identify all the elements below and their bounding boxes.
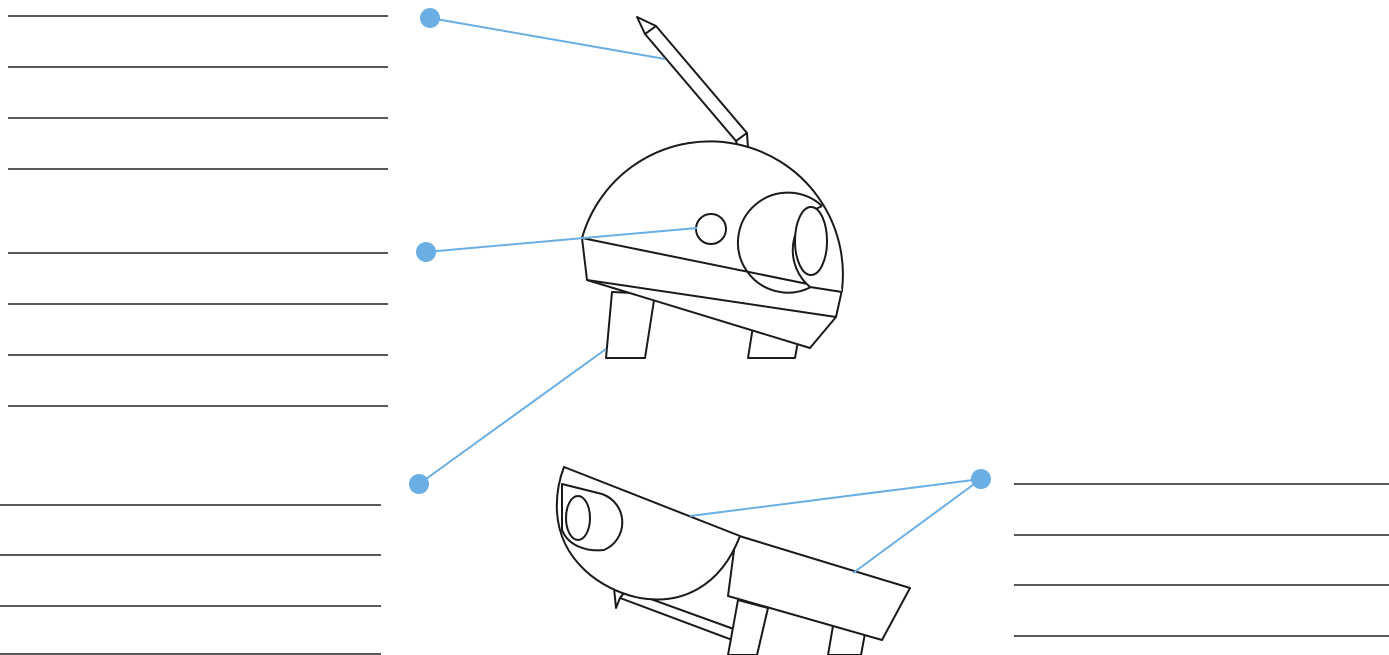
- leader-line-side-dome: [689, 478, 982, 517]
- robot-front-view: [581, 16, 844, 359]
- robot-front-eye: [794, 206, 828, 276]
- robot-front-eye-socket-rim: [736, 191, 823, 294]
- robot-front-leg-left: [605, 291, 656, 359]
- robot-front-sensor: [695, 213, 727, 245]
- answer-lines-group-2: [8, 252, 388, 407]
- callout-marker[interactable]: [420, 8, 440, 28]
- leader-line-pencil: [429, 17, 666, 60]
- leader-line-side-base: [852, 478, 982, 574]
- callout-markers: [409, 8, 991, 494]
- answer-lines-group-4: [1014, 483, 1389, 637]
- robot-side-leg-left: [727, 599, 769, 655]
- robot-front-base: [581, 237, 843, 292]
- answer-lines-group-3: [0, 504, 381, 655]
- robot-side-view: [555, 466, 911, 655]
- callout-marker[interactable]: [409, 474, 429, 494]
- pencil-icon: [636, 16, 749, 149]
- leader-line-sensor: [425, 227, 698, 253]
- leader-lines: [418, 17, 982, 574]
- answer-lines-group-1: [8, 15, 388, 170]
- robot-side-base: [727, 534, 911, 641]
- robot-side-eye: [565, 495, 591, 541]
- leader-line-leg: [418, 348, 607, 485]
- callout-marker[interactable]: [971, 469, 991, 489]
- callout-marker[interactable]: [416, 242, 436, 262]
- robot-front-base-bottom: [586, 279, 837, 318]
